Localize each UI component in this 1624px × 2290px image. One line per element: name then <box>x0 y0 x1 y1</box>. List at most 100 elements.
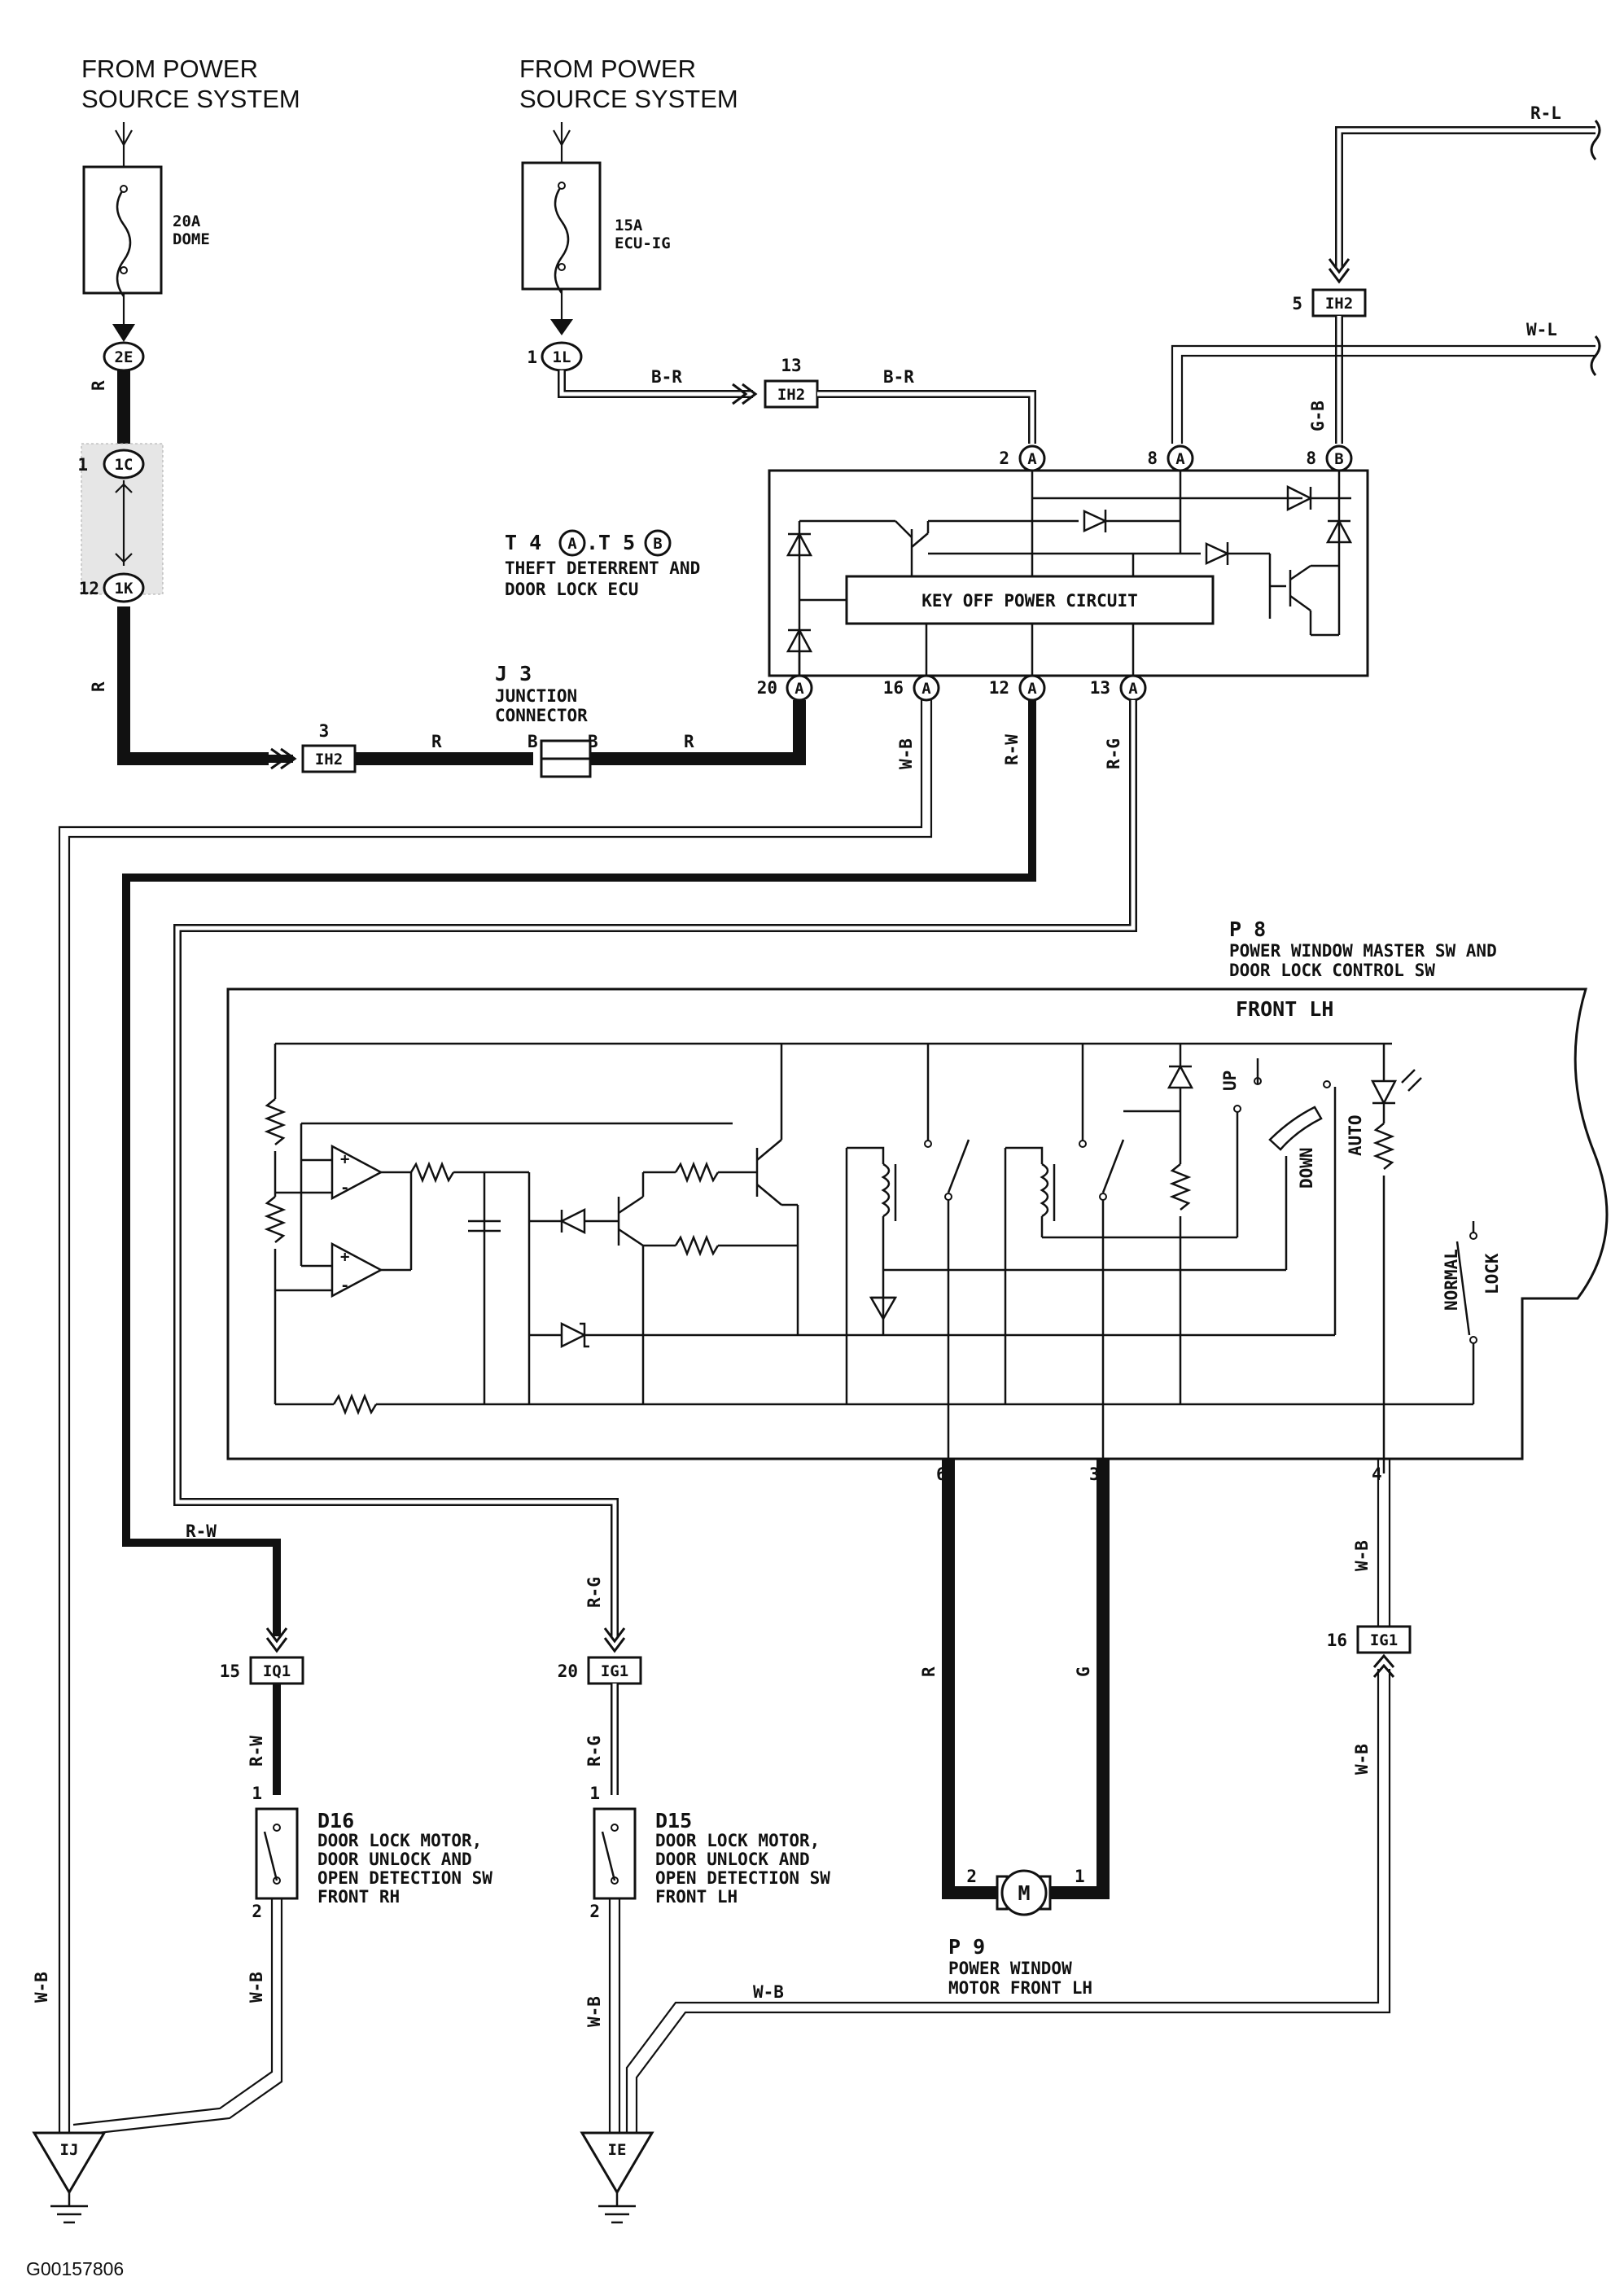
wire-color-r-g-2: R-G <box>584 1577 604 1608</box>
connector-ig1-pin16: IG1 16 <box>1327 1625 1412 1654</box>
svg-text:IH2: IH2 <box>315 751 343 768</box>
ground-ij: IJ <box>32 2131 107 2224</box>
svg-text:IJ: IJ <box>60 2141 79 2159</box>
connector-ig1-pin20: IG1 20 <box>558 1656 642 1685</box>
svg-text:J 3: J 3 <box>495 662 532 685</box>
connector-1c: 1C 1 <box>77 449 145 479</box>
door-lock-motor-d16: 1 2 D16 DOOR LOCK MOTOR, DOOR UNLOCK AND… <box>252 1784 492 1921</box>
wire-color-r-5: R <box>919 1666 939 1677</box>
svg-text:-: - <box>340 1179 349 1197</box>
power-source-ecu-ig: FROM POWER SOURCE SYSTEM <box>519 55 738 163</box>
svg-text:+: + <box>340 1150 349 1168</box>
svg-text:1: 1 <box>589 1784 600 1803</box>
wire-color-r-2: R <box>89 681 108 692</box>
svg-text:-: - <box>340 1276 349 1294</box>
svg-text:20: 20 <box>558 1662 578 1681</box>
svg-text:1L: 1L <box>553 348 571 366</box>
wire-color-r-w-1: R-W <box>1002 734 1022 765</box>
wire-color-r-l: R-L <box>1530 103 1561 123</box>
wire-color-w-b-6: W-B <box>32 1972 51 2003</box>
svg-text:2: 2 <box>589 1902 600 1921</box>
svg-text:15: 15 <box>220 1662 240 1681</box>
svg-text:2: 2 <box>252 1902 262 1921</box>
svg-text:D16: D16 <box>317 1809 354 1832</box>
figure-id: G00157806 <box>26 2258 124 2279</box>
wire-color-r-w-3: R-W <box>247 1736 266 1767</box>
power-source-label-2a: FROM POWER <box>519 55 696 83</box>
wire-color-r-g-3: R-G <box>584 1736 604 1767</box>
connector-2e: 2E <box>103 341 145 372</box>
svg-text:3: 3 <box>319 721 330 741</box>
wire-color-w-b-7: W-B <box>584 1996 604 2027</box>
svg-text:2E: 2E <box>115 348 134 366</box>
wire-color-w-b-2: W-B <box>1352 1540 1372 1571</box>
power-source-label-1a: FROM POWER <box>81 55 258 83</box>
fuse-rating-2: 15A <box>615 217 643 234</box>
svg-text:DOOR UNLOCK AND: DOOR UNLOCK AND <box>317 1850 472 1869</box>
svg-text:1: 1 <box>527 348 537 367</box>
power-window-motor-p9: M 2 1 P 9 POWER WINDOW MOTOR FRONT LH <box>948 1867 1092 1998</box>
ground-ie: IE <box>580 2131 654 2224</box>
switch-down-label: DOWN <box>1297 1147 1316 1189</box>
svg-text:13: 13 <box>781 356 801 375</box>
wire-color-w-l: W-L <box>1526 320 1557 339</box>
svg-text:M: M <box>1018 1881 1030 1905</box>
fuse-name-2: ECU-IG <box>615 234 671 252</box>
wire-color-r-4: R <box>684 732 694 751</box>
svg-text:A: A <box>1027 450 1037 468</box>
switch-up-label: UP <box>1220 1071 1240 1091</box>
power-source-dome: FROM POWER SOURCE SYSTEM <box>81 55 300 167</box>
fuse-name-1: DOME <box>173 230 210 248</box>
svg-text:A: A <box>921 680 931 698</box>
fuse-ecu-ig: 15A ECU-IG <box>521 161 671 294</box>
svg-text:MOTOR FRONT LH: MOTOR FRONT LH <box>948 1978 1092 1998</box>
svg-text:CONNECTOR: CONNECTOR <box>495 706 588 725</box>
svg-text:IG1: IG1 <box>601 1662 628 1680</box>
wire-color-r-w-2: R-W <box>186 1522 217 1541</box>
svg-text:2: 2 <box>999 449 1009 468</box>
svg-text:DOOR UNLOCK AND: DOOR UNLOCK AND <box>655 1850 810 1869</box>
svg-text:FRONT RH: FRONT RH <box>317 1887 400 1907</box>
svg-text:1: 1 <box>1075 1867 1085 1886</box>
connector-1k: 1K 12 <box>79 572 145 603</box>
svg-text:OPEN DETECTION SW: OPEN DETECTION SW <box>655 1868 830 1888</box>
connector-ih2-pin13: IH2 13 <box>764 356 819 409</box>
svg-text:P 9: P 9 <box>948 1935 985 1959</box>
svg-text:A: A <box>1175 450 1185 468</box>
svg-text:DOOR LOCK CONTROL SW: DOOR LOCK CONTROL SW <box>1229 961 1435 980</box>
svg-text:13: 13 <box>1090 678 1110 698</box>
svg-text:8: 8 <box>1147 449 1158 468</box>
fuse-rating-1: 20A <box>173 212 201 230</box>
svg-text:1: 1 <box>77 455 88 475</box>
svg-text:1C: 1C <box>115 456 134 474</box>
svg-text:20: 20 <box>757 678 777 698</box>
svg-text:4: 4 <box>1372 1465 1382 1484</box>
svg-text:P 8: P 8 <box>1229 917 1266 941</box>
svg-text:16: 16 <box>883 678 904 698</box>
svg-text:B: B <box>527 732 538 751</box>
svg-text:1: 1 <box>252 1784 262 1803</box>
wire-color-r-g-1: R-G <box>1104 738 1123 769</box>
svg-text:JUNCTION: JUNCTION <box>495 686 577 706</box>
svg-text:FRONT LH: FRONT LH <box>655 1887 738 1907</box>
svg-text:5: 5 <box>1292 294 1302 313</box>
connector-1l: 1L 1 <box>527 341 583 372</box>
svg-text:8: 8 <box>1306 449 1316 468</box>
master-switch-section: FRONT LH <box>1236 997 1333 1021</box>
svg-text:D15: D15 <box>655 1809 692 1832</box>
svg-text:IE: IE <box>608 2141 627 2159</box>
connector-ih2-pin3: IH2 3 <box>301 721 357 773</box>
svg-text:T 4: T 4 <box>505 531 541 554</box>
svg-text:A: A <box>1027 680 1037 698</box>
svg-text:B: B <box>1334 450 1343 468</box>
wire-color-r-3: R <box>431 732 442 751</box>
svg-text:16: 16 <box>1327 1631 1347 1650</box>
svg-text:IG1: IG1 <box>1370 1631 1398 1649</box>
power-source-label-2b: SOURCE SYSTEM <box>519 85 738 113</box>
master-switch-circuit: + - + - <box>264 1042 1502 1473</box>
svg-text:.T 5: .T 5 <box>586 531 635 554</box>
svg-text:DOOR LOCK MOTOR,: DOOR LOCK MOTOR, <box>317 1831 482 1850</box>
fuse-dome: 20A DOME <box>82 165 210 297</box>
svg-text:1K: 1K <box>115 580 134 598</box>
